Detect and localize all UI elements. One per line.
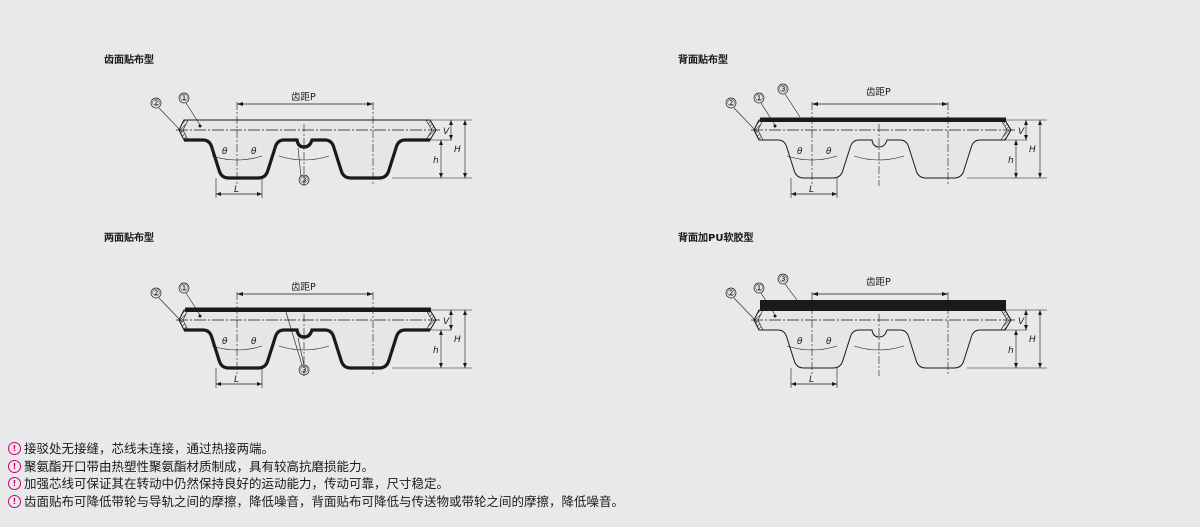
diagram-4-h: h [1008, 346, 1014, 356]
diagram-2-callout-3: ③ [779, 84, 788, 95]
diagram-2-callout-1: ① [755, 93, 764, 104]
diagram-back-fabric [725, 83, 1048, 199]
diagram-1-V: V [443, 127, 450, 137]
diagram-1-title: 齿面贴布型 [104, 53, 154, 66]
diagram-4-callout-1: ① [755, 283, 764, 294]
note-item: !加强芯线可保证其在转动中仍然保持良好的运动能力，传动可靠，尺寸稳定。 [8, 475, 624, 493]
diagram-3-l: L [234, 375, 239, 385]
note-text: 聚氨酯开口带由热塑性聚氨酯材质制成，具有较高抗磨损能力。 [24, 458, 375, 474]
diagram-4-H: H [1029, 335, 1036, 345]
diagram-4-theta-right: θ [826, 337, 832, 347]
note-text: 加强芯线可保证其在转动中仍然保持良好的运动能力，传动可靠，尺寸稳定。 [24, 476, 450, 492]
diagram-2-h: h [1008, 156, 1014, 166]
diagram-2-title: 背面贴布型 [678, 53, 728, 66]
diagram-2-theta-left: θ [797, 147, 803, 157]
diagram-3-theta-right: θ [251, 337, 257, 347]
alert-icon: ! [8, 459, 21, 473]
diagram-4-V: V [1018, 317, 1025, 327]
diagram-4-title: 背面加PU软胶型 [678, 231, 753, 244]
note-item: !齿面贴布可降低带轮与导轨之间的摩擦，降低噪音，背面贴布可降低与传送物或带轮之间… [8, 493, 624, 511]
note-text: 齿面贴布可降低带轮与导轨之间的摩擦，降低噪音，背面贴布可降低与传送物或带轮之间的… [24, 493, 625, 509]
diagram-back-pu [725, 273, 1048, 389]
diagram-1-callout-1: ① [180, 93, 189, 104]
diagram-3-H: H [454, 335, 461, 345]
alert-icon: ! [8, 495, 21, 509]
diagram-2-V: V [1018, 127, 1025, 137]
diagram-4-theta-left: θ [797, 337, 803, 347]
diagram-both-fabric [150, 282, 473, 389]
note-item: !聚氨酯开口带由热塑性聚氨酯材质制成，具有较高抗磨损能力。 [8, 458, 624, 476]
diagram-4-callout-2: ② [727, 288, 736, 299]
note-text: 接驳处无接缝，芯线未连接，通过热接两端。 [24, 441, 275, 456]
feature-notes: !接驳处无接缝，芯线未连接，通过热接两端。 !聚氨酯开口带由热塑性聚氨酯材质制成… [8, 440, 624, 510]
diagram-2-theta-right: θ [826, 147, 832, 157]
diagram-3-title: 两面贴布型 [104, 231, 154, 244]
diagram-2-H: H [1029, 145, 1036, 155]
diagram-1-callout-3: ③ [300, 175, 309, 186]
diagram-3-callout-2: ② [152, 288, 161, 299]
diagram-3-callout-1: ① [180, 283, 189, 294]
alert-icon: ! [8, 442, 21, 456]
diagram-1-pitch-label: 齿距P [291, 92, 316, 103]
diagram-2-callout-2: ② [727, 98, 736, 109]
diagram-3-theta-left: θ [222, 337, 228, 347]
diagram-1-l: L [234, 185, 239, 195]
diagram-1-callout-2: ② [152, 98, 161, 109]
alert-icon: ! [8, 477, 21, 491]
diagram-2-l: L [809, 185, 814, 195]
note-item: !接驳处无接缝，芯线未连接，通过热接两端。 [8, 440, 624, 458]
diagram-2-pitch-label: 齿距P [866, 87, 891, 98]
diagram-4-l: L [809, 375, 814, 385]
diagram-4-pitch-label: 齿距P [866, 277, 891, 288]
diagram-1-H: H [454, 145, 461, 155]
diagram-3-V: V [443, 317, 450, 327]
diagram-4-callout-3: ③ [779, 274, 788, 285]
diagram-3-pitch-label: 齿距P [291, 282, 316, 293]
diagram-1-h: h [433, 156, 439, 166]
diagram-tooth-fabric [150, 92, 473, 199]
diagram-1-theta-right: θ [251, 147, 257, 157]
diagram-1-theta-left: θ [222, 147, 228, 157]
diagram-3-callout-3: ③ [300, 365, 309, 376]
diagram-labels: 齿面贴布型 齿距P ② ① ③ θ θ L h H V 背面贴布型 齿距P ② … [104, 53, 1036, 385]
diagram-3-h: h [433, 346, 439, 356]
